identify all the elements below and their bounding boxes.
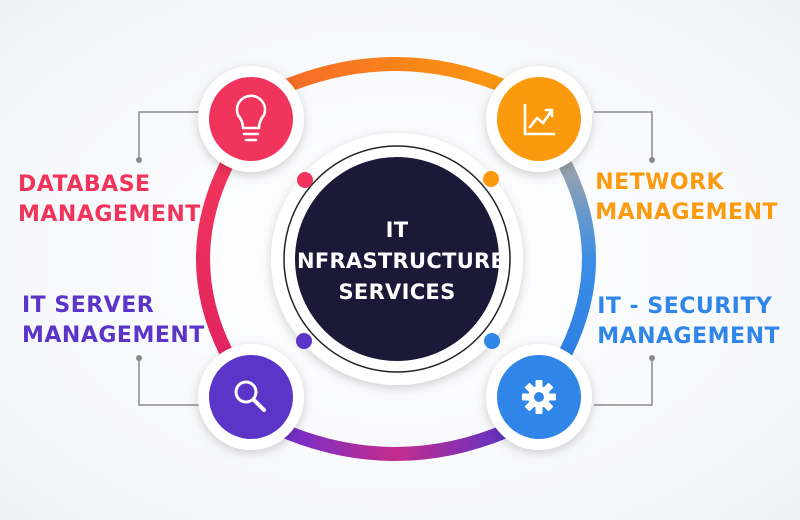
node-database bbox=[198, 66, 304, 172]
center-dark-circle bbox=[295, 157, 499, 361]
label-it-server-management: IT SERVER MANAGEMENT bbox=[22, 291, 205, 351]
growth-chart-icon bbox=[523, 103, 556, 136]
center-title-line1: IT bbox=[386, 218, 409, 242]
label-security-line1: IT - SECURITY bbox=[597, 294, 773, 319]
center-node: IT INFRASTRUCTURE SERVICES bbox=[271, 133, 523, 385]
connector-database bbox=[138, 111, 206, 160]
label-database-management: DATABASE MANAGEMENT bbox=[18, 170, 201, 230]
connector-dot-security bbox=[649, 355, 655, 361]
label-it-security-management: IT - SECURITY MANAGEMENT bbox=[597, 292, 780, 352]
connector-network bbox=[594, 111, 653, 160]
search-icon bbox=[234, 380, 266, 412]
ring-dots bbox=[296, 171, 500, 349]
node-server-disc bbox=[209, 355, 293, 439]
label-database-line1: DATABASE bbox=[18, 172, 151, 197]
label-server-line1: IT SERVER bbox=[22, 293, 155, 318]
connector-security bbox=[594, 358, 653, 406]
gear-icon bbox=[522, 380, 556, 414]
node-database-disc bbox=[209, 77, 293, 161]
connector-dot-server bbox=[136, 355, 142, 361]
node-network bbox=[486, 66, 592, 172]
ring-dot-network bbox=[483, 171, 499, 187]
outer-ring bbox=[196, 57, 596, 461]
center-thin-ring bbox=[283, 145, 511, 373]
connector-dot-network bbox=[649, 157, 655, 163]
ring-segment-right bbox=[559, 159, 596, 359]
connector-server bbox=[138, 358, 206, 406]
ring-segment-left bbox=[196, 159, 233, 359]
label-network-management: NETWORK MANAGEMENT bbox=[595, 168, 778, 228]
ring-segment-top bbox=[270, 57, 520, 97]
ring-dot-server bbox=[296, 333, 312, 349]
center-title-line2: INFRASTRUCTURE bbox=[289, 249, 505, 273]
connector-dot-database bbox=[136, 157, 142, 163]
ring-dot-security bbox=[484, 333, 500, 349]
ring-dot-database bbox=[297, 172, 313, 188]
label-server-line2: MANAGEMENT bbox=[22, 323, 205, 348]
lightbulb-icon bbox=[235, 94, 267, 142]
connectors bbox=[136, 111, 655, 406]
ring-segment-bottom bbox=[270, 421, 520, 461]
label-database-line2: MANAGEMENT bbox=[18, 202, 201, 227]
node-server bbox=[198, 344, 304, 450]
center-title-line3: SERVICES bbox=[339, 280, 456, 304]
label-network-line2: MANAGEMENT bbox=[595, 200, 778, 225]
node-security bbox=[486, 344, 592, 450]
label-security-line2: MANAGEMENT bbox=[597, 324, 780, 349]
label-network-line1: NETWORK bbox=[595, 170, 725, 195]
